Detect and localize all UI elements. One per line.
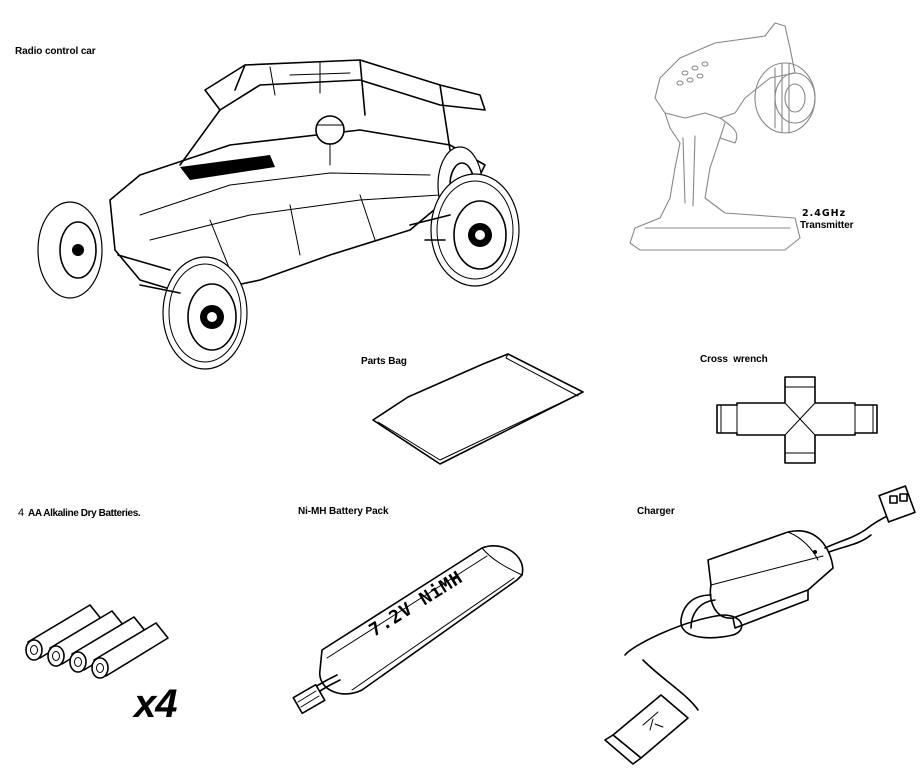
usb-charger-illustration [603, 485, 918, 765]
aa-battery-4 [91, 622, 169, 679]
batteries-count-label: 4 [18, 507, 25, 519]
transmitter-label: Transmitter [800, 220, 854, 231]
parts-bag-label: Parts Bag [361, 356, 407, 367]
front-left-wheel [37, 201, 103, 299]
rc-buggy-illustration [30, 55, 530, 375]
car-label: Radio control car [15, 46, 96, 57]
nimh-battery-pack-illustration: 7.2V NiMH [292, 540, 532, 725]
cross-wrench-illustration [715, 375, 880, 465]
rear-right-wheel [430, 173, 520, 287]
pistol-grip-transmitter-illustration [625, 18, 825, 258]
batteries-label: AA Alkaline Dry Batteries. [28, 508, 141, 519]
cross-wrench-label: Cross wrench [700, 354, 768, 365]
transmitter-frequency-label: 2.4GHz [802, 208, 847, 219]
battery-pack-marking: 7.2V NiMH [366, 567, 467, 641]
front-right-wheel [162, 256, 248, 370]
quantity-multiplier: x4 [134, 682, 177, 726]
usb-plug [604, 694, 689, 765]
charger-label: Charger [637, 506, 675, 517]
aa-battery-3 [69, 616, 147, 673]
output-connector [878, 485, 916, 523]
battery-pack-label: Ni-MH Battery Pack [298, 506, 389, 517]
plastic-bag-illustration [368, 352, 588, 472]
aa-batteries-illustration [20, 600, 170, 680]
